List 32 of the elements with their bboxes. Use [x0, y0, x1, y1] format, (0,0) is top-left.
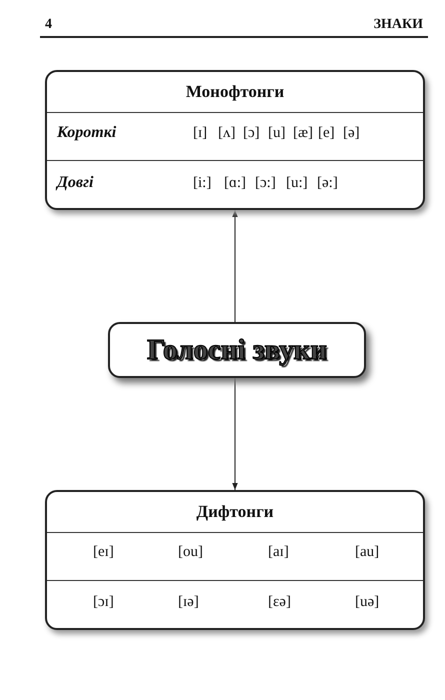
- phonetic-symbol: [ə]: [343, 125, 360, 142]
- phonetic-symbol: [u]: [268, 125, 286, 142]
- phonetic-symbol: [ə:]: [317, 175, 338, 192]
- phonetic-symbol: [ɪ]: [193, 125, 208, 142]
- phonetic-symbol: [eɪ]: [93, 544, 114, 561]
- phonetic-symbol: [ou]: [178, 544, 203, 561]
- heading: Монофтонги: [184, 82, 286, 102]
- heading: Дифтонги: [195, 502, 275, 522]
- row-label: Короткі: [57, 124, 116, 142]
- table-box: [45, 70, 425, 210]
- phonetic-symbol: [ʌ]: [218, 125, 236, 142]
- phonetic-symbol: [ɔɪ]: [93, 594, 114, 611]
- heading: Голосні звуки: [147, 334, 327, 366]
- phonetic-symbol: [ɔ:]: [255, 175, 276, 192]
- phonetic-symbol: [ɪə]: [178, 594, 199, 611]
- page-number: 4: [45, 17, 52, 33]
- phonetic-symbol: [aɪ]: [268, 544, 289, 561]
- phonetic-symbol: [u:]: [286, 175, 308, 192]
- arrow: [232, 378, 238, 490]
- table-box: [45, 490, 425, 630]
- row-label: Довгі: [57, 174, 94, 192]
- phonetic-symbol: [ɔ]: [243, 125, 260, 142]
- phonetic-symbol: [uə]: [355, 594, 380, 611]
- phonetic-symbol: [au]: [355, 544, 380, 561]
- phonetic-symbol: [εə]: [268, 594, 291, 611]
- phonetic-symbol: [æ]: [293, 125, 313, 142]
- title-box: [108, 322, 366, 378]
- phonetic-symbol: [i:]: [193, 175, 212, 192]
- phonetic-symbol: [ɑ:]: [224, 175, 246, 192]
- phonetic-symbol: [e]: [318, 125, 335, 142]
- section-title: ЗНАКИ: [374, 17, 423, 33]
- arrow: [232, 210, 238, 322]
